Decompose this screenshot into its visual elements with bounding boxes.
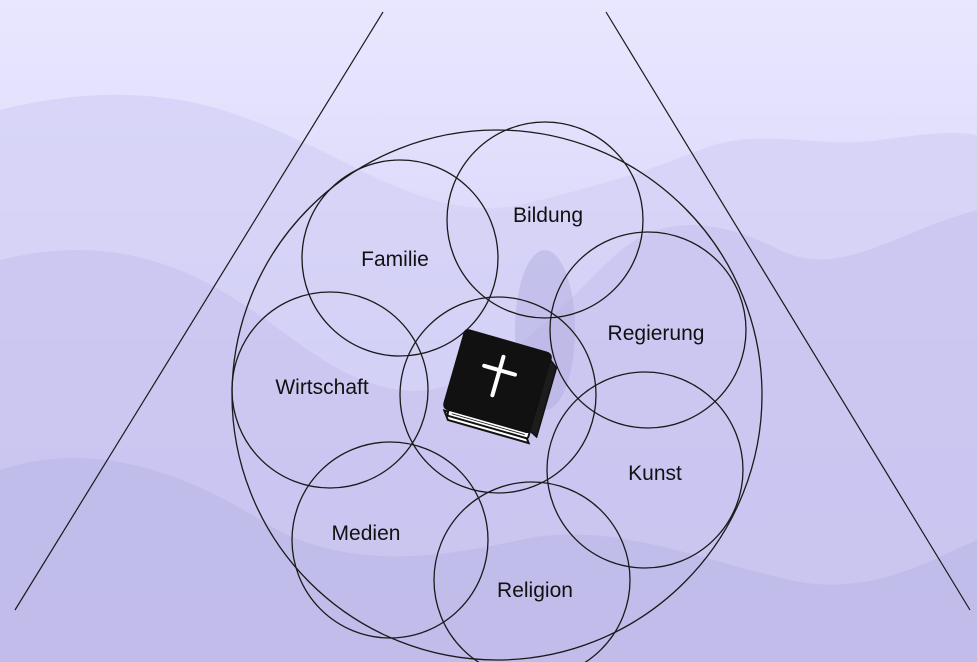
label-regierung: Regierung <box>608 322 705 345</box>
label-wirtschaft: Wirtschaft <box>275 376 369 399</box>
label-religion: Religion <box>497 579 573 602</box>
label-medien: Medien <box>332 522 401 545</box>
label-bildung: Bildung <box>513 204 583 227</box>
label-familie: Familie <box>361 248 429 271</box>
label-kunst: Kunst <box>628 462 682 485</box>
